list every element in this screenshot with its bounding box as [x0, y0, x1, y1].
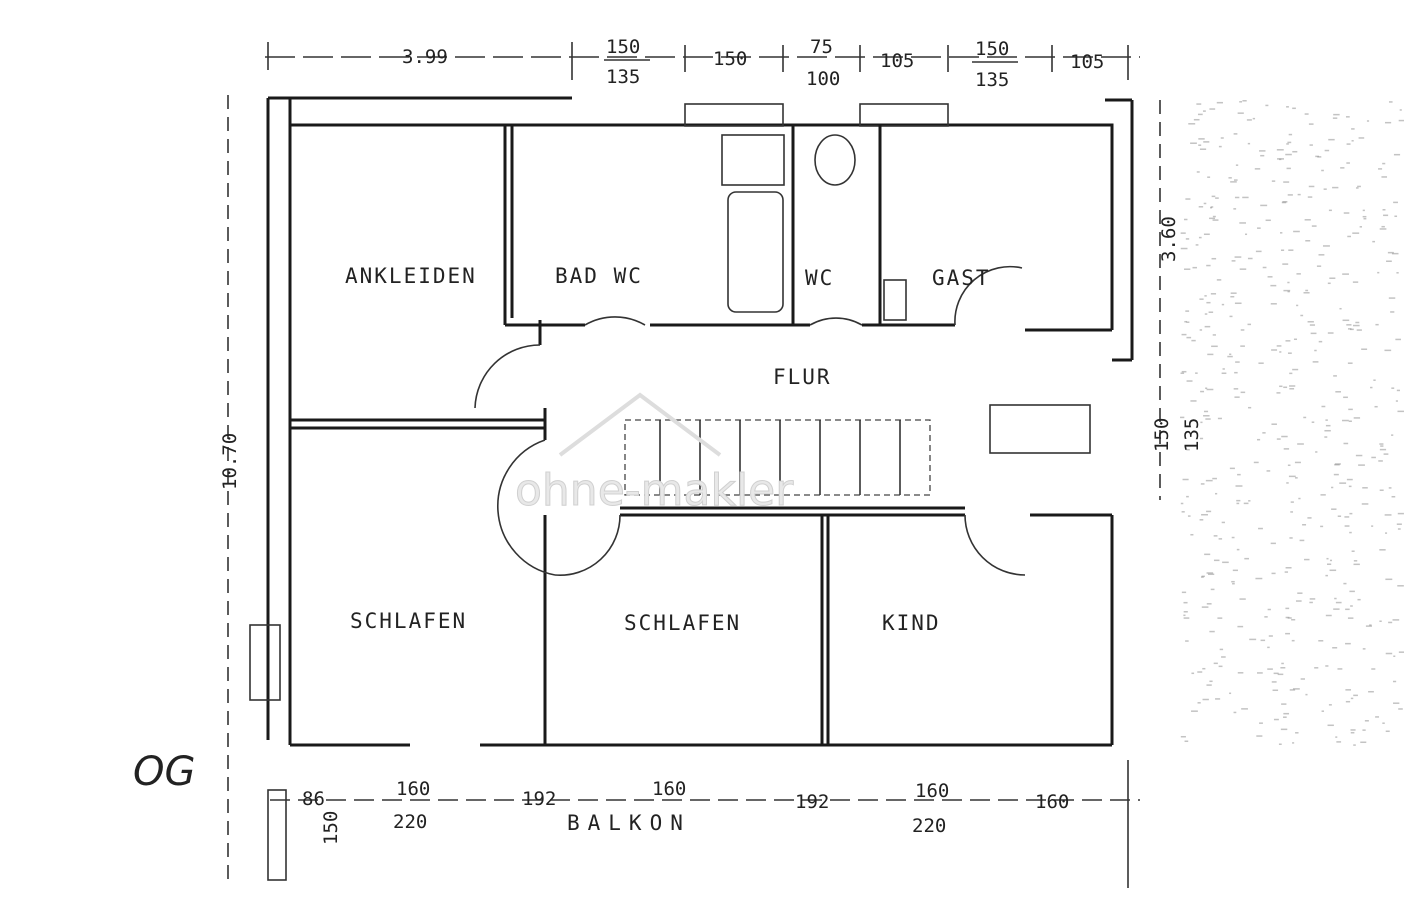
dim-top-1: 3.99	[402, 46, 448, 68]
dim-top-8: 150	[975, 38, 1009, 60]
dim-bottom-9: 160	[1035, 791, 1069, 813]
dim-bottom-8: 220	[912, 815, 946, 837]
watermark-text: ohne-makler	[515, 465, 794, 516]
dim-bottom-2: 160	[396, 778, 430, 800]
dim-bottom-7: 160	[915, 780, 949, 802]
dim-top-7: 105	[880, 50, 914, 72]
floor-label: OG	[133, 749, 195, 795]
dim-right-1: 3.60	[1158, 216, 1180, 262]
room-balkon: BALKON	[567, 811, 691, 835]
dim-bottom-10: 150	[320, 811, 342, 845]
room-flur: FLUR	[773, 365, 832, 389]
dim-top-5: 75	[810, 36, 833, 58]
interior-walls	[290, 125, 1112, 745]
dim-top-3: 135	[606, 66, 640, 88]
outer-walls	[249, 96, 1134, 747]
dim-top-4: 150	[713, 48, 747, 70]
dim-bottom-1: 86	[302, 788, 325, 810]
room-schlafen-1: SCHLAFEN	[350, 609, 467, 633]
dim-top-10: 105	[1070, 51, 1104, 73]
fixtures	[624, 134, 1091, 496]
dim-bottom-4: 192	[522, 788, 556, 810]
room-schlafen-2: SCHLAFEN	[624, 611, 741, 635]
watermark-logo: ohne-makler	[515, 392, 795, 517]
top-dimension-line	[265, 42, 1140, 80]
dim-left: 10.70	[219, 433, 241, 490]
dim-right-3: 135	[1181, 418, 1203, 452]
room-wc: WC	[805, 266, 834, 290]
room-kind: KIND	[882, 611, 941, 635]
room-ankleiden: ANKLEIDEN	[345, 264, 477, 288]
dim-bottom-5: 160	[652, 778, 686, 800]
dim-bottom-6: 192	[795, 791, 829, 813]
scan-noise	[1180, 100, 1404, 746]
dim-bottom-3: 220	[393, 811, 427, 833]
room-gast: GAST	[932, 266, 991, 290]
dim-top-6: 100	[806, 68, 840, 90]
doors	[474, 265, 1026, 576]
dim-right-2: 150	[1151, 418, 1173, 452]
dim-top-2: 150	[606, 36, 640, 58]
dim-top-9: 135	[975, 69, 1009, 91]
room-bad-wc: BAD WC	[555, 264, 643, 288]
